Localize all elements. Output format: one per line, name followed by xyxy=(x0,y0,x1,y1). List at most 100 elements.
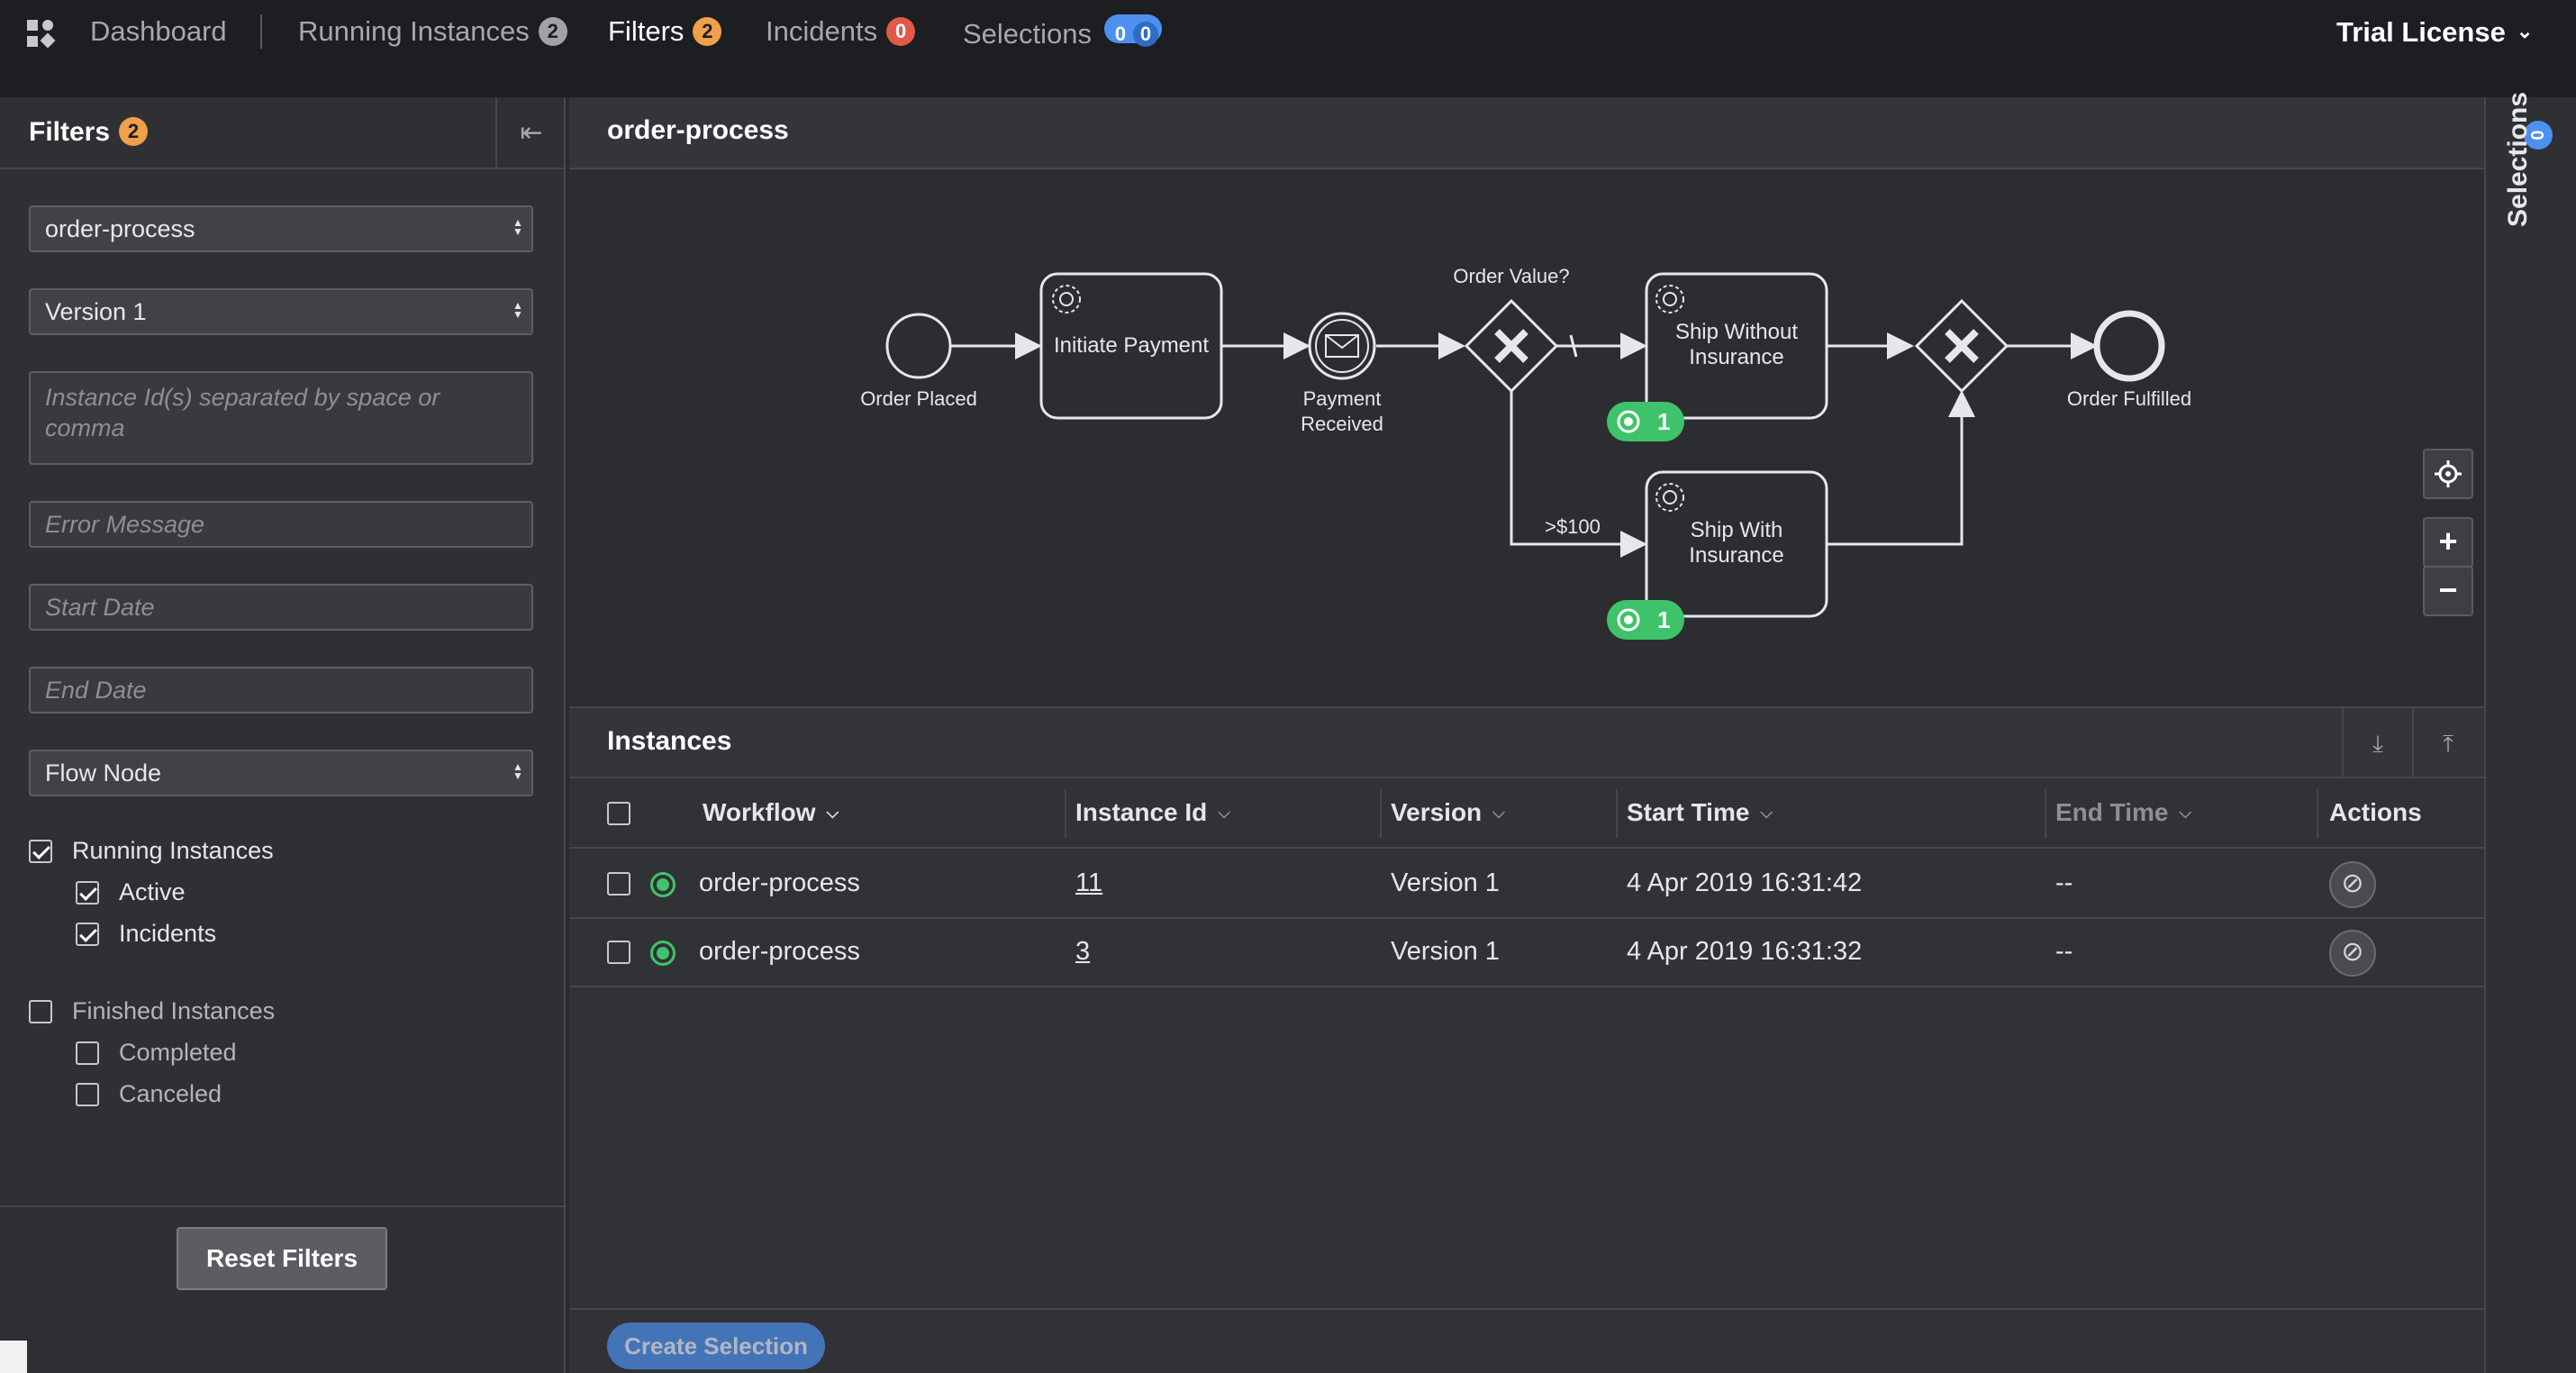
service-task-gear-icon xyxy=(1655,483,1684,512)
filters-count-badge: 2 xyxy=(119,117,149,146)
operate-logo-icon[interactable] xyxy=(25,18,56,49)
cell-end-time: -- xyxy=(2055,937,2073,966)
sort-icon: ⌵ xyxy=(1492,804,1505,822)
collapse-instances-button[interactable]: ⤒ xyxy=(2412,708,2482,778)
reset-view-button[interactable] xyxy=(2423,449,2473,499)
selections-count-b: 0 xyxy=(1133,22,1159,47)
start-event-order-placed[interactable] xyxy=(885,313,952,379)
col-start-time[interactable]: Start Time⌵ xyxy=(1627,798,1773,827)
task-ship-without-insurance[interactable] xyxy=(1645,272,1828,420)
gateway-merge[interactable] xyxy=(1914,298,2009,394)
cell-version: Version 1 xyxy=(1391,937,1500,966)
cell-workflow: order-process xyxy=(699,937,860,966)
error-message-input[interactable]: Error Message xyxy=(29,501,533,548)
column-divider xyxy=(1065,789,1066,838)
collapse-filters-button[interactable]: ⇤ xyxy=(495,97,566,169)
finished-instances-checkbox[interactable] xyxy=(29,1000,52,1023)
filters-panel-title: Filters 2 xyxy=(29,117,149,148)
table-row[interactable]: order-process 3 Version 1 4 Apr 2019 16:… xyxy=(569,919,2484,987)
nav-dashboard[interactable]: Dashboard xyxy=(90,15,227,47)
running-instances-checkbox[interactable] xyxy=(29,840,52,863)
plus-icon: + xyxy=(2438,523,2458,559)
row-checkbox[interactable] xyxy=(607,872,630,896)
active-state-icon xyxy=(650,941,676,966)
message-event-payment-received[interactable] xyxy=(1308,312,1376,380)
nav-running-instances[interactable]: Running Instances 2 xyxy=(298,14,567,49)
col-instance-id[interactable]: Instance Id⌵ xyxy=(1075,798,1230,827)
col-version[interactable]: Version ⌵ xyxy=(1391,798,1505,827)
cancel-instance-button[interactable]: ⊘ xyxy=(2329,861,2376,908)
task-ship-with-insurance[interactable] xyxy=(1645,470,1828,618)
label-ship-without-line1: Ship Without xyxy=(1675,320,1798,344)
sort-icon: ⌵ xyxy=(1218,804,1230,822)
version-select[interactable]: Version 1 xyxy=(29,288,533,335)
column-divider xyxy=(1616,789,1618,838)
selections-panel[interactable]: 0 Selections xyxy=(2484,92,2576,1373)
completed-checkbox[interactable] xyxy=(76,1041,99,1065)
flow-node-select[interactable]: Flow Node xyxy=(29,750,533,796)
active-count-ship-with: 1 xyxy=(1657,606,1670,633)
label-payment-received-line2: Received xyxy=(1301,413,1383,435)
active-instances-badge-ship-with[interactable]: 1 xyxy=(1607,600,1684,640)
active-checkbox[interactable] xyxy=(76,881,99,905)
end-event-order-fulfilled[interactable] xyxy=(2093,310,2165,382)
service-task-gear-icon xyxy=(1655,285,1684,314)
corner-marker xyxy=(0,1341,27,1373)
cancel-icon: ⊘ xyxy=(2341,868,2364,898)
minus-icon: − xyxy=(2438,571,2458,608)
selections-count-a: 0 xyxy=(1114,23,1127,45)
nav-running-instances-label: Running Instances xyxy=(298,15,530,47)
canceled-label: Canceled xyxy=(119,1080,222,1107)
filters-title-label: Filters xyxy=(29,117,111,147)
active-count-ship-without: 1 xyxy=(1657,408,1670,435)
gateway-order-value[interactable] xyxy=(1464,298,1559,394)
task-initiate-payment[interactable] xyxy=(1039,272,1223,420)
col-end-time-label: End Time xyxy=(2055,798,2169,826)
zoom-in-button[interactable]: + xyxy=(2423,517,2473,568)
cell-workflow: order-process xyxy=(699,868,860,897)
collapse-left-icon: ⇤ xyxy=(520,118,543,148)
col-end-time[interactable]: End Time⌵ xyxy=(2055,798,2191,827)
cell-instance-id-link[interactable]: 3 xyxy=(1075,937,1091,966)
instance-ids-input[interactable]: Instance Id(s) separated by space or com… xyxy=(29,371,533,465)
cancel-instance-button[interactable]: ⊘ xyxy=(2329,930,2376,977)
bpmn-diagram[interactable]: Order Placed Initiate Payment Payment Re… xyxy=(569,169,2484,706)
col-workflow-label: Workflow xyxy=(703,798,816,826)
create-selection-button[interactable]: Create Selection xyxy=(607,1323,825,1369)
label-order-fulfilled: Order Fulfilled xyxy=(2067,387,2191,410)
col-actions: Actions xyxy=(2329,798,2422,826)
instances-header: Instances ⤓ ⤒ xyxy=(569,706,2484,778)
license-dropdown[interactable]: Trial License⌄ xyxy=(2336,14,2533,50)
license-label: Trial License xyxy=(2336,16,2506,48)
end-date-input[interactable]: End Date xyxy=(29,667,533,714)
incidents-checkbox[interactable] xyxy=(76,923,99,946)
main-content: order-process Order xyxy=(569,97,2484,1373)
cancel-icon: ⊘ xyxy=(2341,937,2364,967)
sort-down-icon: ⌵ xyxy=(826,804,839,822)
cell-version: Version 1 xyxy=(1391,868,1500,897)
cell-instance-id-link[interactable]: 11 xyxy=(1075,868,1103,897)
chevron-double-up-icon: ⤒ xyxy=(2443,730,2454,757)
running-instances-badge: 2 xyxy=(538,17,567,46)
active-state-icon xyxy=(650,872,676,897)
col-workflow[interactable]: Workflow ⌵ xyxy=(703,798,839,827)
col-version-label: Version xyxy=(1391,798,1483,826)
finished-instances-label: Finished Instances xyxy=(72,997,276,1024)
canceled-checkbox[interactable] xyxy=(76,1083,99,1106)
incidents-label: Incidents xyxy=(119,920,217,947)
start-date-input[interactable]: Start Date xyxy=(29,584,533,631)
workflow-select[interactable]: order-process xyxy=(29,205,533,252)
table-row[interactable]: order-process 11 Version 1 4 Apr 2019 16… xyxy=(569,850,2484,919)
reset-filters-button[interactable]: Reset Filters xyxy=(177,1227,387,1290)
expand-instances-button[interactable]: ⤓ xyxy=(2342,708,2412,778)
row-checkbox[interactable] xyxy=(607,941,630,964)
zoom-out-button[interactable]: − xyxy=(2423,566,2473,616)
label-order-placed: Order Placed xyxy=(860,387,977,410)
select-all-checkbox[interactable] xyxy=(607,802,630,825)
active-instances-badge-ship-without[interactable]: 1 xyxy=(1607,402,1684,441)
incidents-badge: 0 xyxy=(886,17,916,46)
